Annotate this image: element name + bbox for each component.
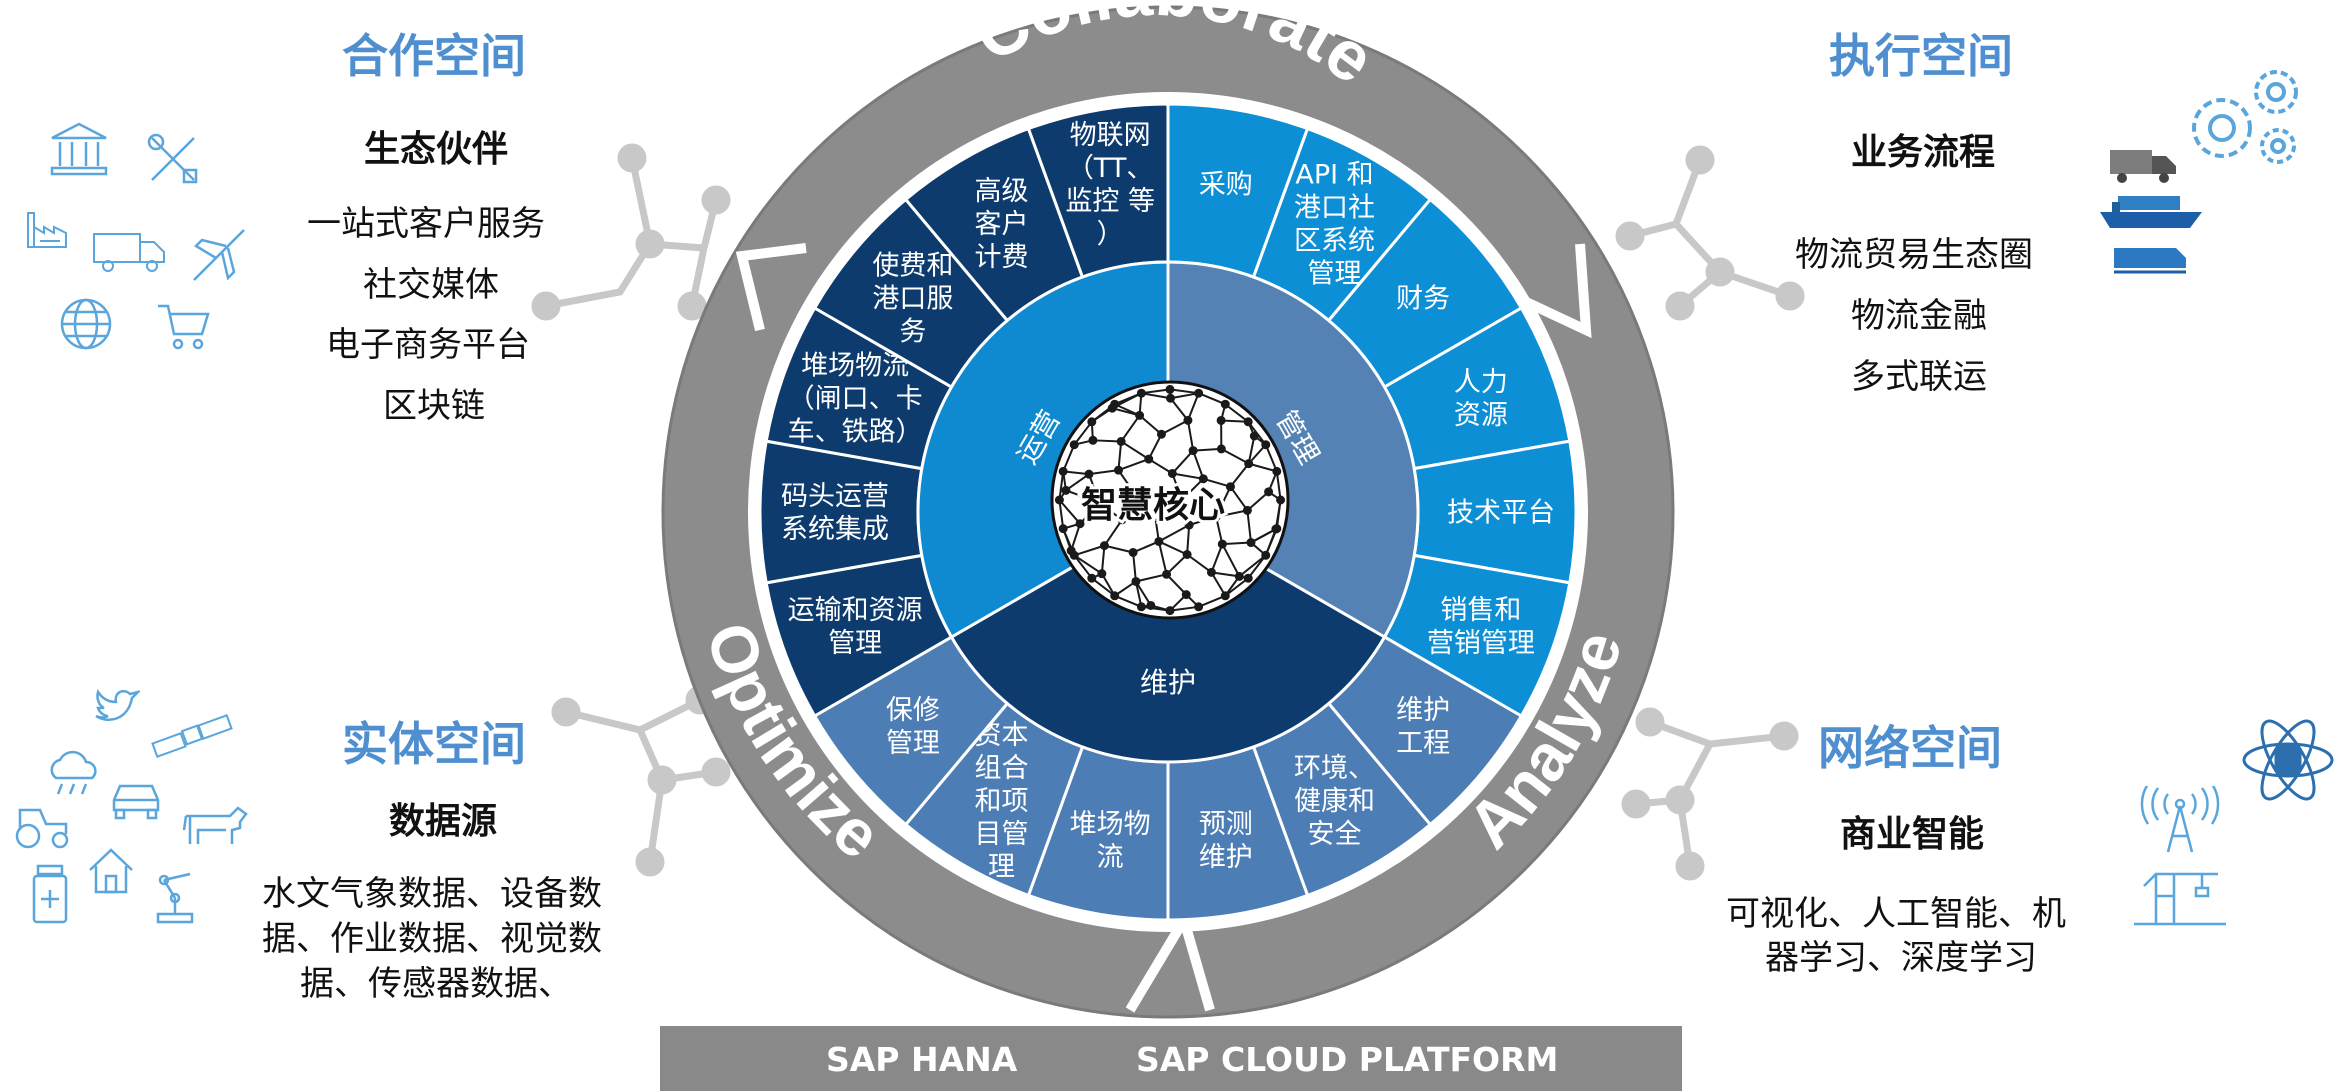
ship-icon — [2098, 190, 2204, 232]
medicine-icon — [30, 864, 70, 926]
cloud-rain-icon — [42, 748, 104, 798]
manage-segment-label: 采购 — [1199, 170, 1253, 201]
gears-icon — [2182, 64, 2306, 174]
truck-icon — [2108, 146, 2178, 186]
cart-icon — [156, 300, 212, 352]
atom-database-icon — [2240, 712, 2336, 808]
platform-bar — [660, 1026, 1682, 1091]
smart-core: 智慧核心 — [1050, 380, 1290, 620]
collaborate-item: 社交媒体 — [363, 265, 499, 305]
train-icon — [2110, 242, 2188, 274]
maintain-sector-label: 维护 — [1140, 666, 1196, 699]
execute-item: 物流贸易生态圈 — [1795, 235, 2033, 275]
globe-icon — [58, 296, 114, 352]
house-icon — [86, 846, 136, 896]
network-item: 器学习、深度学习 — [1765, 938, 2037, 978]
twitter-icon — [92, 686, 140, 726]
manage-segment-label: 技术平台 — [1447, 497, 1555, 528]
crane-icon — [2132, 866, 2228, 928]
tools-icon — [144, 130, 202, 188]
car-icon — [108, 780, 164, 824]
physical-space-subtitle: 数据源 — [389, 801, 498, 842]
operate-segment-label: 运输和资源管理 — [788, 595, 923, 659]
collaborate-item: 电子商务平台 — [326, 325, 530, 365]
core-label: 智慧核心 — [1081, 485, 1225, 526]
operate-segment-label: 高级客户计费 — [975, 176, 1029, 273]
physical-item: 据、传感器数据、 — [300, 964, 572, 1004]
airplane-icon — [186, 222, 252, 288]
physical-item: 水文气象数据、设备数 — [262, 874, 602, 914]
collaborate-space-subtitle: 生态伙伴 — [364, 129, 509, 170]
operate-segment-label: 使费和港口服务 — [872, 250, 953, 347]
collaborate-item: 区块链 — [383, 386, 485, 426]
manage-segment-label: API 和港口社区系统管理 — [1294, 160, 1375, 290]
robot-arm-icon — [150, 866, 204, 926]
physical-space-title: 实体空间 — [342, 717, 526, 771]
operate-segment-label: 堆场物流（闸口、卡车、铁路） — [788, 351, 923, 448]
truck-icon — [90, 228, 168, 274]
maintain-segment-label: 保修管理 — [886, 695, 940, 759]
maintain-segment-label: 环境、健康和安全 — [1294, 753, 1375, 850]
execute-space-subtitle: 业务流程 — [1851, 132, 1996, 173]
tractor-icon — [10, 796, 74, 850]
network-node-icon — [551, 685, 731, 877]
network-node-icon — [1621, 707, 1799, 881]
network-node-icon — [531, 143, 731, 321]
factory-icon — [24, 205, 70, 251]
operate-segment-label: 物联网（TT、监控 等） — [1065, 120, 1155, 250]
network-item: 可视化、人工智能、机 — [1726, 894, 2066, 934]
maintain-segment-label: 堆场物流 — [1070, 809, 1151, 873]
manage-segment-label: 人力资源 — [1454, 367, 1508, 431]
bank-icon — [48, 120, 110, 178]
antenna-icon — [2132, 786, 2228, 856]
execute-item: 多式联运 — [1851, 357, 1987, 397]
network-space-subtitle: 商业智能 — [1840, 814, 1985, 855]
physical-item: 据、作业数据、视觉数 — [262, 919, 602, 959]
manage-segment-label: 财务 — [1396, 283, 1450, 314]
collaborate-item: 一站式客户服务 — [307, 204, 545, 244]
maintain-segment-label: 预测维护 — [1199, 809, 1253, 873]
maintain-segment-label: 维护工程 — [1396, 695, 1450, 759]
network-space-title: 网络空间 — [1818, 721, 2002, 775]
network-node-icon — [1615, 145, 1805, 321]
maintain-segment-label: 资本组合和项目管理 — [975, 720, 1029, 883]
operate-segment-label: 码头运营系统集成 — [781, 481, 889, 545]
sap-cloud-platform-label: SAP CLOUD PLATFORM — [1136, 1040, 1559, 1079]
manage-segment-label: 销售和营销管理 — [1427, 595, 1535, 659]
sap-hana-label: SAP HANA — [826, 1040, 1018, 1079]
satellite-icon — [150, 712, 236, 758]
collaborate-space-title: 合作空间 — [342, 29, 526, 83]
cow-icon — [180, 800, 250, 848]
execute-item: 物流金融 — [1851, 296, 1987, 336]
execute-space-title: 执行空间 — [1829, 29, 2013, 83]
